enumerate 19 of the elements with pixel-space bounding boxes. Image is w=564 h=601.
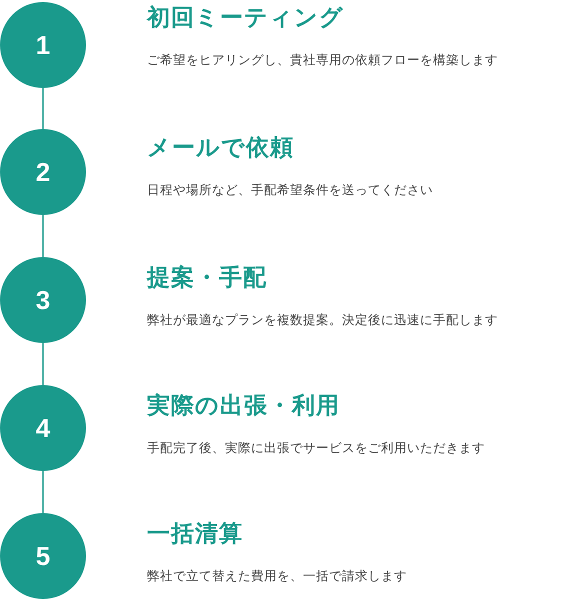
connector-line xyxy=(42,343,44,385)
step-heading: 実際の出張・利用 xyxy=(147,392,340,421)
step-number: 2 xyxy=(36,156,50,188)
step-heading: メールで依頼 xyxy=(147,134,294,163)
step-number: 3 xyxy=(36,284,50,316)
step-heading: 一括清算 xyxy=(147,520,243,549)
step-number: 4 xyxy=(36,412,50,444)
step-description: ご希望をヒアリングし、貴社専用の依頼フローを構築します xyxy=(147,51,499,69)
step-description: 日程や場所など、手配希望条件を送ってください xyxy=(147,181,434,199)
step-heading: 初回ミーティング xyxy=(147,4,344,33)
step-heading: 提案・手配 xyxy=(147,264,267,293)
step-description: 手配完了後、実際に出張でサービスをご利用いただきます xyxy=(147,439,486,457)
connector-line xyxy=(42,215,44,257)
connector-line xyxy=(42,88,44,129)
step-description: 弊社が最適なプランを複数提案。決定後に迅速に手配します xyxy=(147,311,499,329)
step-description: 弊社で立て替えた費用を、一括で請求します xyxy=(147,567,408,585)
step-number: 5 xyxy=(36,540,50,572)
step-number: 1 xyxy=(36,30,50,60)
connector-line xyxy=(42,471,44,513)
